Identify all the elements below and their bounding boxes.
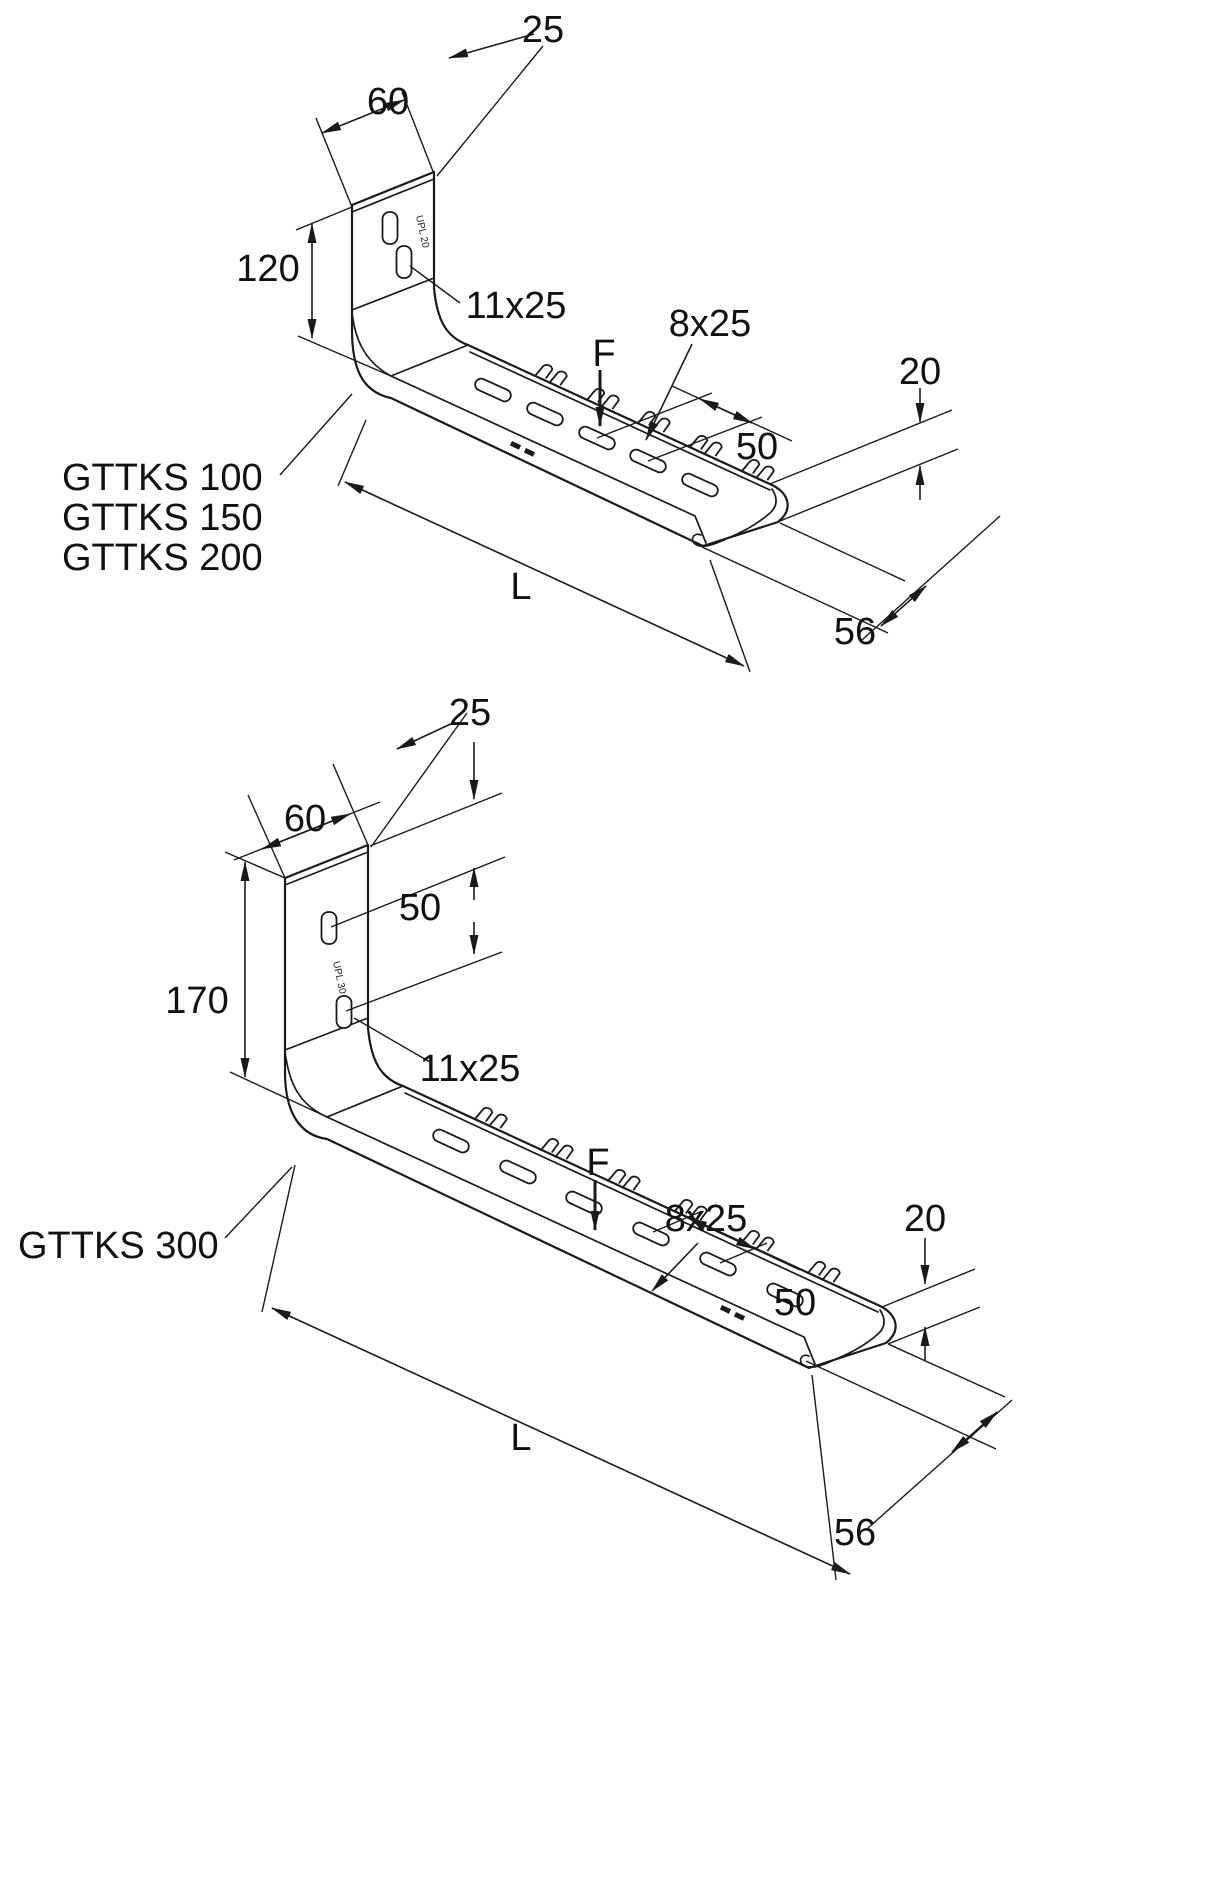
- dim-top-offset-1: 25: [436, 9, 564, 177]
- dim-plate-width-2: 60: [233, 763, 381, 879]
- dim-slot-spacing-1: 50: [596, 385, 793, 468]
- dim-label-56: 56: [834, 1512, 876, 1554]
- force-label: F: [586, 1142, 609, 1184]
- product-name: GTTKS 200: [62, 537, 263, 579]
- dim-label-11x25: 11x25: [420, 1048, 521, 1090]
- dim-label-60: 60: [284, 798, 326, 840]
- product-name: GTTKS 300: [18, 1225, 219, 1267]
- dim-label-11x25: 11x25: [466, 285, 567, 327]
- dim-label-25: 25: [522, 9, 564, 51]
- dim-label-20: 20: [904, 1198, 946, 1240]
- plate-slot: [395, 245, 413, 279]
- dim-plate-width-1: 60: [315, 81, 435, 208]
- figure-gttks-100-150-200: UPL 20: [62, 9, 1001, 673]
- product-name: GTTKS 100: [62, 457, 263, 499]
- dim-length-1: L: [337, 419, 751, 673]
- dim-plate-height-1: 120: [236, 206, 392, 377]
- product-name: GTTKS 150: [62, 497, 263, 539]
- dim-label-25: 25: [449, 692, 491, 734]
- dim-length-2: L: [261, 1164, 851, 1581]
- dim-label-120: 120: [236, 248, 299, 290]
- product-labels-2: GTTKS 300: [18, 1166, 293, 1267]
- plate-slot: [335, 995, 353, 1029]
- dim-label-L: L: [510, 1417, 531, 1459]
- punch-marks: [509, 440, 536, 457]
- label-plate-slot-2: 11x25: [353, 1017, 521, 1090]
- dim-label-20: 20: [899, 351, 941, 393]
- dim-plate-height-2: 170: [165, 851, 328, 1118]
- dim-top-offset-2: 25: [369, 692, 503, 848]
- dim-label-L: L: [510, 566, 531, 608]
- dim-label-8x25: 8x25: [669, 303, 751, 345]
- dim-profile-width-1: 56: [701, 515, 1001, 653]
- dim-label-50-arm: 50: [774, 1282, 816, 1324]
- dim-label-170: 170: [165, 980, 228, 1022]
- force-arrow-2: F: [586, 1142, 610, 1231]
- dim-label-60: 60: [367, 81, 409, 123]
- dim-flange-height-1: 20: [769, 351, 959, 522]
- product-labels-1: GTTKS 100 GTTKS 150 GTTKS 200: [62, 393, 353, 579]
- plate-slot: [381, 211, 399, 245]
- label-arm-slot-1: 8x25: [645, 303, 751, 441]
- figure-gttks-300: UPL 30: [18, 692, 1013, 1581]
- dim-label-8x25: 8x25: [665, 1198, 747, 1240]
- dim-profile-width-2: 56: [805, 1343, 1013, 1554]
- force-label: F: [592, 333, 615, 375]
- bracket-body-1: UPL 20: [350, 170, 789, 548]
- dim-flange-height-2: 20: [881, 1198, 981, 1360]
- plate-slot: [320, 911, 338, 945]
- dim-plate-slot-spacing-2: 50: [330, 856, 506, 1012]
- dim-label-50-plate: 50: [399, 887, 441, 929]
- dim-label-50: 50: [736, 426, 778, 468]
- label-plate-slot-1: 11x25: [409, 265, 567, 327]
- dim-label-56: 56: [834, 611, 876, 653]
- force-arrow-1: F: [592, 333, 616, 427]
